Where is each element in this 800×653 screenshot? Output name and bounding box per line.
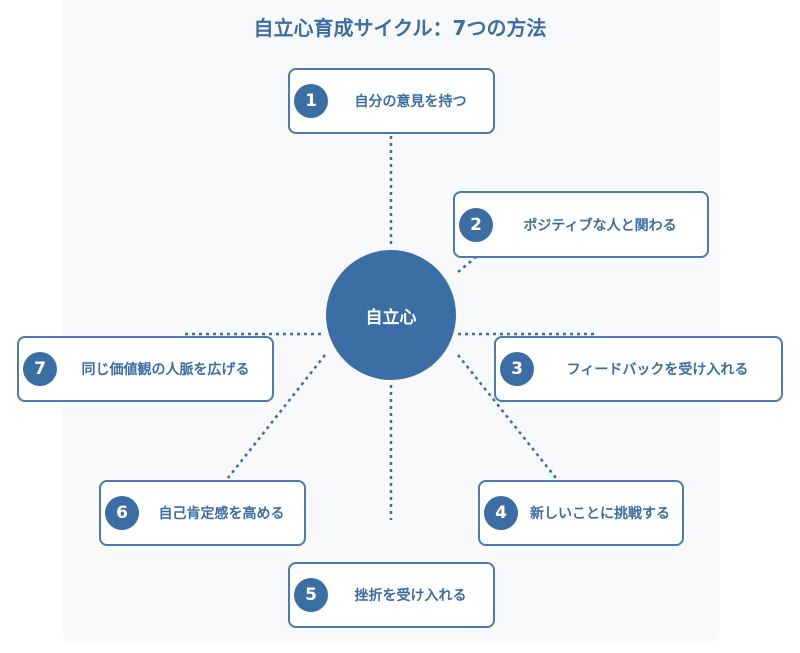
method-label: 同じ価値観の人脈を広げる xyxy=(81,362,250,378)
connector-4 xyxy=(457,354,557,479)
method-box-4: 4 新しいことに挑戦する xyxy=(478,480,684,546)
method-box-1: 1 自分の意見を持つ xyxy=(288,68,495,134)
number-badge: 4 xyxy=(484,496,518,530)
number-badge: 2 xyxy=(459,207,493,242)
method-label: 自分の意見を持つ xyxy=(354,94,467,110)
number-badge: 6 xyxy=(105,496,139,530)
connector-6 xyxy=(227,354,326,479)
method-box-3: 3 フィードバックを受け入れる xyxy=(494,336,783,402)
method-box-7: 7 同じ価値観の人脈を広げる xyxy=(17,336,274,402)
method-label: ポジティブな人と関わる xyxy=(523,217,677,234)
diagram-title: 自立心育成サイクル：7つの方法 xyxy=(253,16,547,40)
number-badge: 1 xyxy=(294,84,328,118)
method-label: 新しいことに挑戦する xyxy=(530,506,670,522)
method-label: 挫折を受け入れる xyxy=(354,588,467,604)
method-box-2: 2 ポジティブな人と関わる xyxy=(453,191,709,258)
number-badge: 7 xyxy=(23,352,57,386)
number-badge: 5 xyxy=(294,578,328,612)
hub-label: 自立心 xyxy=(365,307,417,328)
method-box-5: 5 挫折を受け入れる xyxy=(288,562,495,628)
number-badge: 3 xyxy=(500,352,534,386)
method-label: 自己肯定感を高める xyxy=(158,506,285,522)
hub-circle xyxy=(326,250,456,380)
method-label: フィードバックを受け入れる xyxy=(566,362,749,378)
connector-2 xyxy=(457,256,477,273)
method-box-6: 6 自己肯定感を高める xyxy=(99,480,306,546)
